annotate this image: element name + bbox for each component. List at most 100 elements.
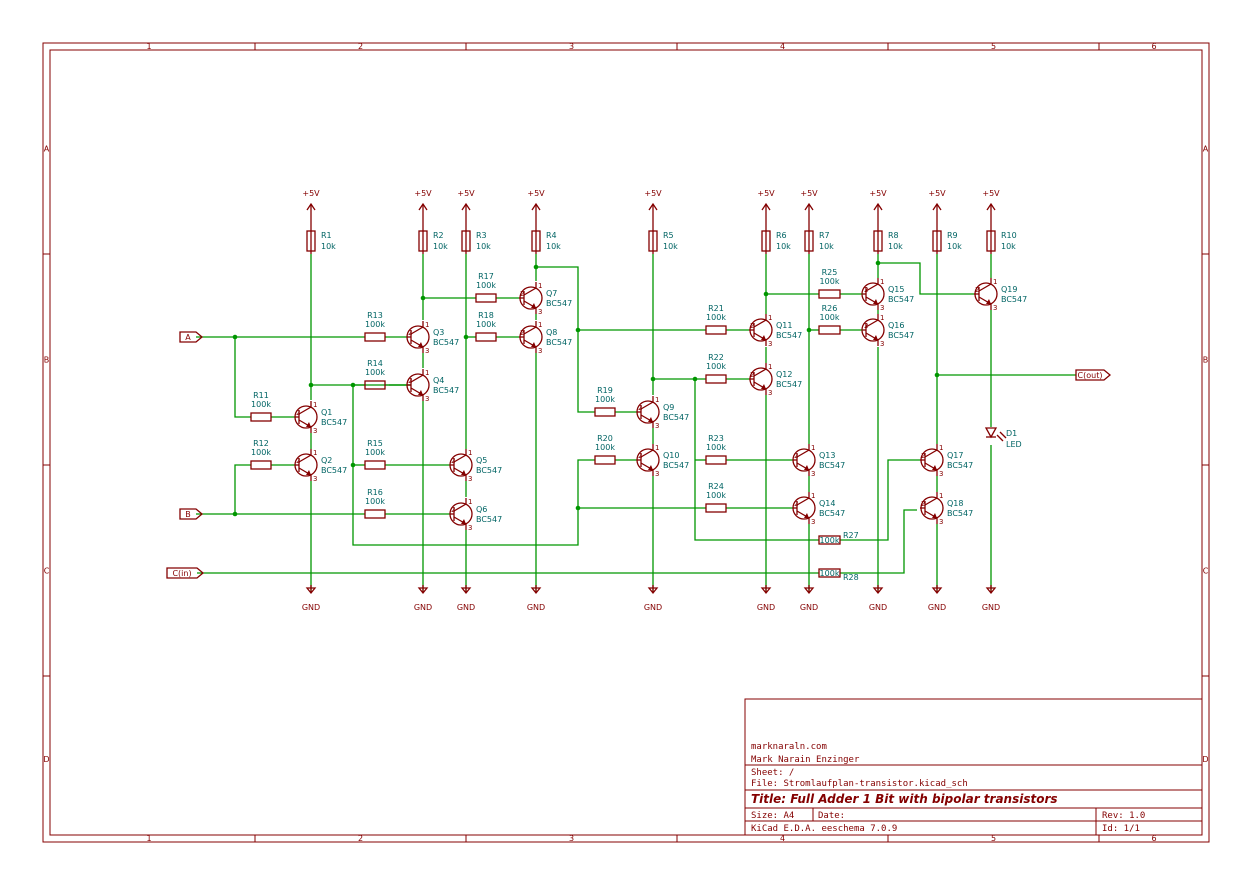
gnd-label: GND	[928, 603, 946, 612]
column-label-bottom: 6	[1151, 834, 1156, 843]
gnd-power-symbol: GND	[869, 585, 887, 612]
row-label-right: B	[1203, 356, 1209, 365]
transistor-ref: Q18	[947, 499, 963, 508]
resistor-value: 10k	[1001, 242, 1016, 251]
column-label-top: 5	[991, 42, 996, 51]
resistor-ref: R19	[597, 386, 613, 395]
row-label-left: B	[44, 356, 50, 365]
row-label-right: D	[1202, 755, 1208, 764]
transistor-ref: Q10	[663, 451, 679, 460]
gnd-label: GND	[527, 603, 545, 612]
input-label-cin: C(in)	[166, 567, 205, 579]
pin-number-base: 2	[520, 290, 524, 298]
tb-date: Date:	[818, 811, 845, 821]
resistor-value: 10k	[888, 242, 903, 251]
vcc-label: +5V	[982, 189, 1000, 198]
transistor-ref: Q12	[776, 370, 792, 379]
pin-number-collector: 1	[939, 492, 943, 500]
resistor-ref: R3	[476, 231, 487, 240]
wire-junction	[650, 376, 656, 382]
transistor-ref: Q14	[819, 499, 835, 508]
row-label-left: C	[44, 567, 50, 576]
transistor-ref: Q15	[888, 285, 904, 294]
pin-number-base: 2	[794, 452, 798, 460]
input-label-cin-text: C(in)	[172, 569, 191, 578]
transistor-ref: Q3	[433, 328, 444, 337]
column-label-top: 6	[1151, 42, 1156, 51]
transistor-value: BC547	[776, 380, 802, 389]
resistor-ref: R27	[843, 531, 859, 540]
wires	[196, 254, 1076, 592]
vcc-power-symbol: +5V	[982, 189, 1000, 231]
input-label-b-text: B	[185, 510, 191, 519]
wire	[840, 509, 917, 574]
pin-number-collector: 1	[939, 444, 943, 452]
pin-number-emitter: 3	[655, 470, 659, 478]
transistor-value: BC547	[888, 331, 914, 340]
gnd-power-symbol: GND	[414, 585, 432, 612]
resistor-value: 100k	[476, 281, 496, 290]
gnd-label: GND	[457, 603, 475, 612]
transistor-ref: Q11	[776, 321, 792, 330]
pin-number-base: 2	[451, 457, 455, 465]
transistor-value: BC547	[476, 466, 502, 475]
vcc-power-symbol: +5V	[414, 189, 432, 231]
transistor-ref: Q16	[888, 321, 904, 330]
transistor-value: BC547	[546, 338, 572, 347]
wire-junction	[350, 382, 356, 388]
transistor-ref: Q2	[321, 456, 332, 465]
pin-number-collector: 1	[811, 444, 815, 452]
transistor-ref: Q13	[819, 451, 835, 460]
wire	[840, 459, 920, 541]
pin-number-base: 2	[921, 452, 925, 460]
input-label-a-text: A	[185, 333, 191, 342]
wire	[234, 464, 251, 514]
tb-size: Size: A4	[751, 811, 794, 821]
gnd-label: GND	[869, 603, 887, 612]
pin-number-emitter: 3	[425, 395, 429, 403]
pin-number-emitter: 3	[768, 340, 772, 348]
transistor-value: BC547	[433, 338, 459, 347]
transistor-value: BC547	[947, 461, 973, 470]
tb-id: Id: 1/1	[1102, 824, 1140, 834]
vcc-label: +5V	[302, 189, 320, 198]
pin-number-emitter: 3	[939, 470, 943, 478]
gnd-label: GND	[800, 603, 818, 612]
vcc-label: +5V	[414, 189, 432, 198]
led-value: LED	[1006, 440, 1022, 449]
wire-junction	[806, 327, 812, 333]
resistor-value: 10k	[819, 242, 834, 251]
tb-company: marknaraln.com	[751, 742, 827, 752]
resistor-ref: R12	[253, 439, 269, 448]
vcc-label: +5V	[800, 189, 818, 198]
pin-number-emitter: 3	[313, 427, 317, 435]
resistor-value: 10k	[947, 242, 962, 251]
pin-number-emitter: 3	[880, 304, 884, 312]
pin-number-collector: 1	[880, 314, 884, 322]
resistor-ref: R21	[708, 304, 724, 313]
resistor-value: 100k	[365, 497, 385, 506]
led-ref: D1	[1006, 429, 1017, 438]
pin-number-emitter: 3	[811, 470, 815, 478]
column-label-top: 2	[358, 42, 363, 51]
transistor-value: BC547	[819, 509, 845, 518]
resistor-ref: R4	[546, 231, 557, 240]
vcc-power-symbol: +5V	[869, 189, 887, 231]
vcc-label: +5V	[527, 189, 545, 198]
